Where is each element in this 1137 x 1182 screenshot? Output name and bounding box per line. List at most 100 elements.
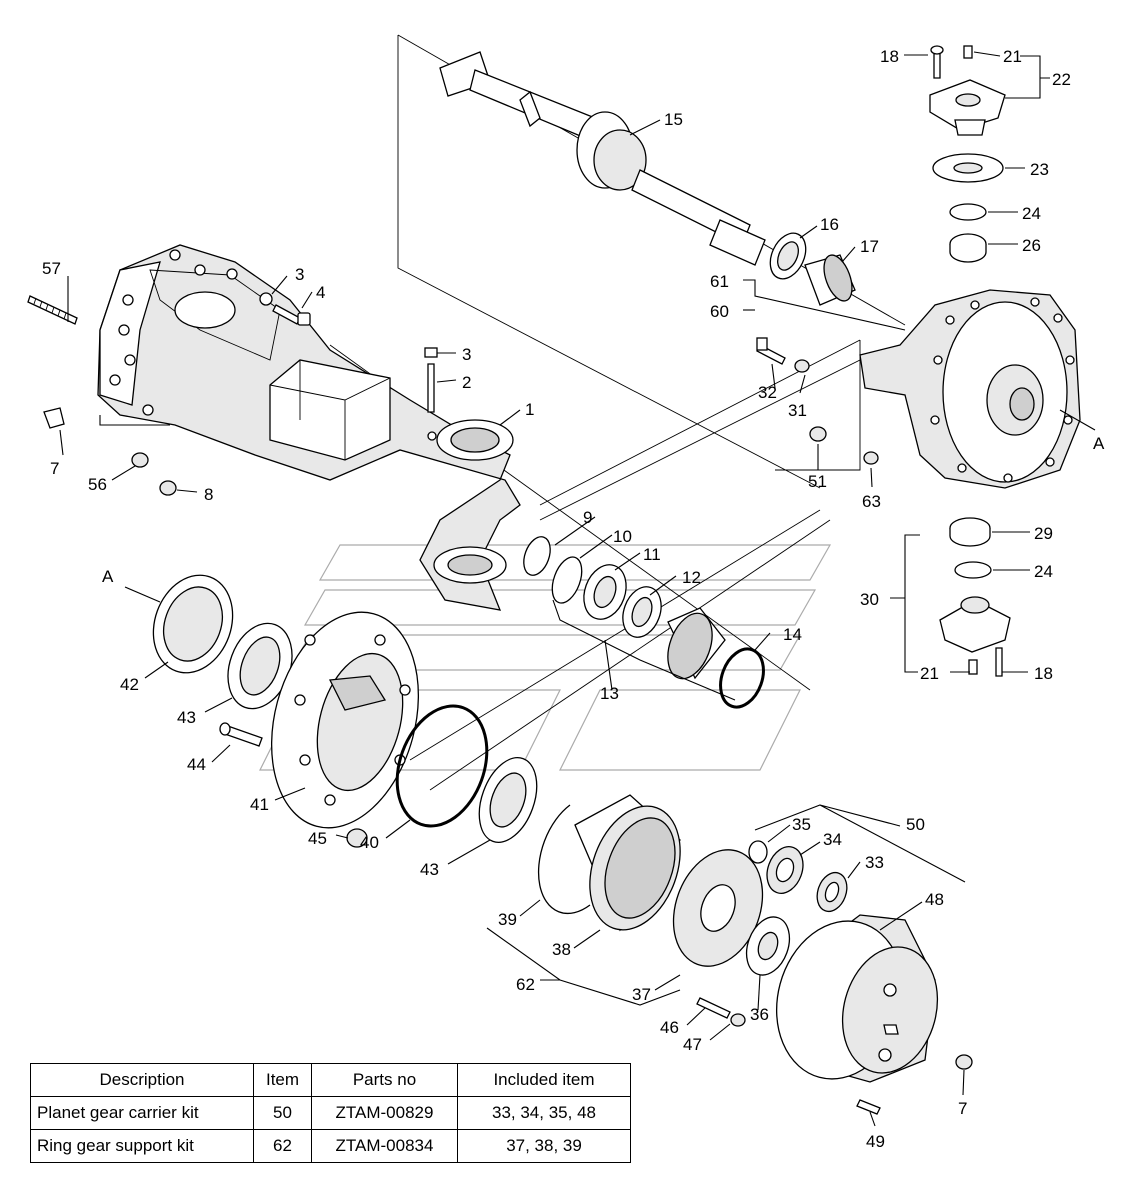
callout-49: 49 bbox=[866, 1132, 885, 1151]
callout-38: 38 bbox=[552, 940, 571, 959]
part-43-inner-bearing bbox=[478, 757, 538, 843]
callout-17: 17 bbox=[860, 237, 879, 256]
part-36-thrust-washer bbox=[745, 916, 791, 976]
housing-fasteners bbox=[43, 292, 438, 496]
callout-51: 51 bbox=[808, 472, 827, 491]
callout-46: 46 bbox=[660, 1018, 679, 1037]
cell-description: Ring gear support kit bbox=[30, 1129, 254, 1163]
table-row: Ring gear support kit 62 ZTAM-00834 37, … bbox=[30, 1129, 631, 1163]
callout-32: 32 bbox=[758, 383, 777, 402]
part-35-snap-ring bbox=[748, 840, 768, 864]
callout-11: 11 bbox=[643, 545, 661, 564]
cell-parts-no: ZTAM-00834 bbox=[311, 1129, 458, 1163]
cell-included-item: 37, 38, 39 bbox=[457, 1129, 631, 1163]
part-12-seal bbox=[622, 586, 662, 638]
callout-2: 2 bbox=[462, 373, 471, 392]
callout-62: 62 bbox=[516, 975, 535, 994]
column-header-description: Description bbox=[30, 1063, 254, 1097]
part-40-o-ring bbox=[395, 704, 489, 828]
cell-parts-no: ZTAM-00829 bbox=[311, 1096, 458, 1130]
callout-4: 4 bbox=[316, 283, 325, 302]
part-9-snap-ring bbox=[523, 536, 551, 576]
part-39-snap-ring bbox=[537, 804, 591, 915]
callout-47: 47 bbox=[683, 1035, 702, 1054]
column-header-item: Item bbox=[253, 1063, 312, 1097]
callout-33: 33 bbox=[865, 853, 884, 872]
callout-34: 34 bbox=[823, 830, 842, 849]
callout-A: A bbox=[102, 567, 114, 586]
callout-1: 1 bbox=[525, 400, 534, 419]
part-16-seal bbox=[769, 232, 807, 280]
callout-63: 63 bbox=[862, 492, 881, 511]
callout-14: 14 bbox=[783, 625, 802, 644]
part-17-bushing bbox=[804, 254, 856, 306]
callout-8: 8 bbox=[204, 485, 213, 504]
part-37-ring-gear-support bbox=[672, 849, 764, 967]
part-48-planet-carrier bbox=[775, 914, 939, 1083]
callout-3: 3 bbox=[462, 345, 471, 364]
callout-26: 26 bbox=[1022, 236, 1041, 255]
part-22-kingpin-upper bbox=[929, 45, 1006, 136]
cell-item: 62 bbox=[253, 1129, 312, 1163]
part-46-pin bbox=[696, 997, 746, 1027]
leader-lines bbox=[59, 51, 1096, 1127]
callout-57: 57 bbox=[42, 259, 61, 278]
column-header-parts-no: Parts no bbox=[311, 1063, 458, 1097]
callout-45: 45 bbox=[308, 829, 327, 848]
table-row: Planet gear carrier kit 50 ZTAM-00829 33… bbox=[30, 1096, 631, 1130]
callout-18: 18 bbox=[880, 47, 899, 66]
callout-48: 48 bbox=[925, 890, 944, 909]
part-24-upper-ring bbox=[949, 203, 987, 221]
part-33-planet-gear bbox=[816, 871, 848, 913]
part-7-plug bbox=[955, 1054, 973, 1070]
callout-30: 30 bbox=[860, 590, 879, 609]
callout-39: 39 bbox=[498, 910, 517, 929]
callout-61: 61 bbox=[710, 272, 729, 291]
callout-12: 12 bbox=[682, 568, 701, 587]
callout-24: 24 bbox=[1022, 204, 1041, 223]
callout-56: 56 bbox=[88, 475, 107, 494]
callout-42: 42 bbox=[120, 675, 139, 694]
callout-29: 29 bbox=[1034, 524, 1053, 543]
callout-36: 36 bbox=[750, 1005, 769, 1024]
callout-35: 35 bbox=[792, 815, 811, 834]
part-26-bearing bbox=[949, 233, 987, 263]
callout-50: 50 bbox=[906, 815, 925, 834]
callout-24: 24 bbox=[1034, 562, 1053, 581]
part-57-stud bbox=[27, 295, 78, 325]
part-29-bearing bbox=[949, 517, 991, 547]
part-38-ring-gear bbox=[574, 794, 681, 932]
callout-7: 7 bbox=[958, 1099, 967, 1118]
callout-21: 21 bbox=[920, 664, 939, 683]
part-1-axle-housing bbox=[97, 244, 521, 611]
cell-description: Planet gear carrier kit bbox=[30, 1096, 254, 1130]
part-11-bearing bbox=[583, 564, 627, 620]
callout-10: 10 bbox=[613, 527, 632, 546]
part-41-wheel-hub bbox=[270, 611, 420, 829]
cell-included-item: 33, 34, 35, 48 bbox=[457, 1096, 631, 1130]
part-49-bolt bbox=[856, 1099, 881, 1115]
part-13-bushing bbox=[667, 607, 726, 680]
part-43-outer-bearing bbox=[227, 622, 293, 710]
callout-21: 21 bbox=[1003, 47, 1022, 66]
callout-43: 43 bbox=[420, 860, 439, 879]
part-14-o-ring bbox=[719, 647, 765, 709]
callout-15: 15 bbox=[664, 110, 683, 129]
part-44-stud bbox=[219, 722, 263, 747]
callout-labels: 57 3 4 3 2 1 7 56 8 15 16 17 61 60 18 21… bbox=[42, 47, 1105, 1151]
callout-9: 9 bbox=[583, 508, 592, 527]
callout-44: 44 bbox=[187, 755, 206, 774]
table-header-row: Description Item Parts no Included item bbox=[30, 1063, 631, 1097]
callout-3: 3 bbox=[295, 265, 304, 284]
part-30-kingpin-lower bbox=[939, 596, 1011, 677]
kit-table: Description Item Parts no Included item … bbox=[30, 1063, 631, 1163]
callout-22: 22 bbox=[1052, 70, 1071, 89]
cell-item: 50 bbox=[253, 1096, 312, 1130]
part-24-lower-ring bbox=[954, 561, 992, 579]
callout-A: A bbox=[1093, 434, 1105, 453]
column-header-included-item: Included item bbox=[457, 1063, 631, 1097]
part-knuckle bbox=[859, 289, 1081, 489]
callout-43: 43 bbox=[177, 708, 196, 727]
callout-31: 31 bbox=[788, 401, 807, 420]
